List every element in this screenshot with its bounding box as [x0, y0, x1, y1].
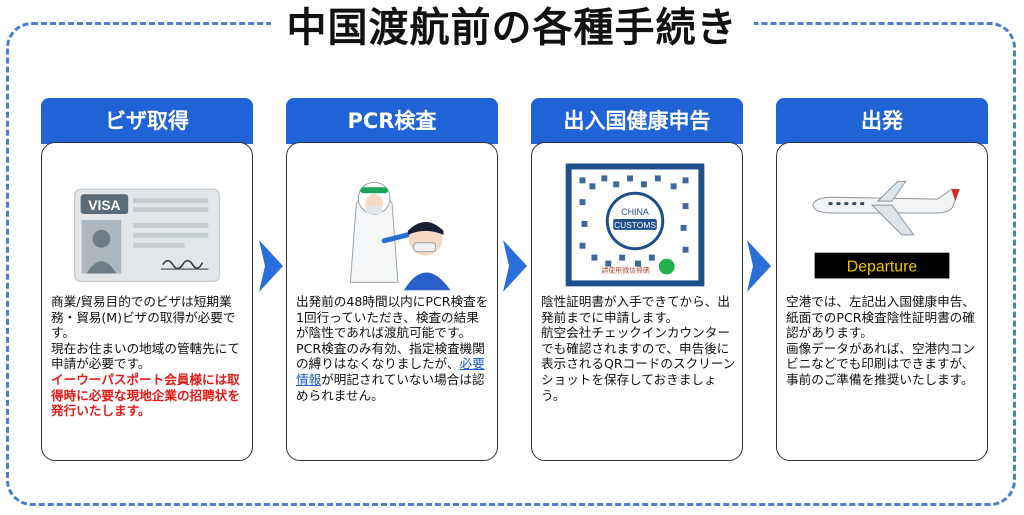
card-visa: VISA 商業/貿易目的でのビザは短期業務・貿易(M)ビザの取得が必要です。 現… [41, 142, 253, 461]
card-pcr: 出発前の48時間以内にPCR検査を1回行っていただき、検査の結果が陰性であれば渡… [286, 142, 498, 461]
health-text: 陰性証明書が入手できてから、出発前までに申請します。 航空会社チェックインカウン… [541, 294, 736, 403]
step-visa: ビザ取得 [41, 98, 253, 144]
required-info-link[interactable]: 必要情報 [296, 356, 485, 387]
health-paragraph: 航空会社チェックインカウンターでも確認されますので、申告後に表示されるQRコード… [541, 325, 736, 403]
visa-label: VISA [88, 197, 120, 213]
qr-label-line1: CHINA [621, 207, 649, 217]
pcr-para-before: PCR検査のみ有効、指定検査機関の縛りはなくなりましたが、 [296, 340, 485, 372]
airplane-image: Departure [812, 180, 960, 279]
pcr-paragraph-2: PCR検査のみ有効、指定検査機関の縛りはなくなりましたが、必要情報が明記されてい… [296, 341, 491, 403]
step-header-health: 出入国健康申告 [531, 98, 743, 144]
step-header-pcr: PCR検査 [286, 98, 498, 144]
visa-paragraph: 商業/貿易目的でのビザは短期業務・貿易(M)ビザの取得が必要です。 [51, 294, 236, 341]
pcr-test-image [349, 181, 451, 291]
pcr-text: 出発前の48時間以内にPCR検査を1回行っていただき、検査の結果が陰性であれば渡… [296, 294, 491, 403]
health-paragraph: 陰性証明書が入手できてから、出発前までに申請します。 [541, 294, 730, 325]
departure-paragraph: 空港では、左記出入国健康申告、紙面でのPCR検査陰性証明書の確認があります。 [786, 294, 975, 341]
departure-paragraph: 画像データがあれば、空港内コンビニなどでも印刷はできますが、事前のご準備を推奨い… [786, 340, 975, 387]
qr-label-line2: CUSTOMS [614, 220, 656, 230]
departure-text: 空港では、左記出入国健康申告、紙面でのPCR検査陰性証明書の確認があります。 画… [786, 294, 981, 388]
qr-code-image: CHINA CUSTOMS 請使用微信掃碼 [565, 163, 705, 287]
card-departure: Departure 空港では、左記出入国健康申告、紙面でのPCR検査陰性証明書の… [776, 142, 988, 461]
step-departure: 出発 [776, 98, 988, 144]
visa-paragraph: 現在お住まいの地域の管轄先にて申請が必要です。 [51, 340, 240, 372]
arrow-right-icon [501, 240, 529, 292]
step-header-visa: ビザ取得 [41, 98, 253, 144]
step-pcr: PCR検査 [286, 98, 498, 144]
visa-card-image: VISA [74, 188, 220, 282]
pcr-para-after: が明記されていない場合は認められません。 [296, 371, 485, 403]
qr-footer: 請使用微信掃碼 [601, 265, 650, 274]
step-health-declaration: 出入国健康申告 [531, 98, 743, 144]
visa-text: 商業/貿易目的でのビザは短期業務・貿易(M)ビザの取得が必要です。 現在お住まい… [51, 294, 246, 419]
pcr-paragraph: 出発前の48時間以内にPCR検査を1回行っていただき、検査の結果が陰性であれば渡… [296, 294, 489, 341]
arrow-right-icon [745, 240, 773, 292]
visa-highlight: イーウーパスポート会員様には取得時に必要な現地企業の招聘状を発行いたします。 [51, 371, 240, 419]
arrow-right-icon [257, 240, 285, 292]
card-health: CHINA CUSTOMS 請使用微信掃碼 陰性証明書が入手できてから、出発前ま… [531, 142, 743, 461]
departure-sign: Departure [847, 258, 918, 275]
step-header-departure: 出発 [776, 98, 988, 144]
title-wrap: 中国渡航前の各種手続き [0, 0, 1024, 52]
page-title: 中国渡航前の各種手続き [270, 4, 754, 52]
